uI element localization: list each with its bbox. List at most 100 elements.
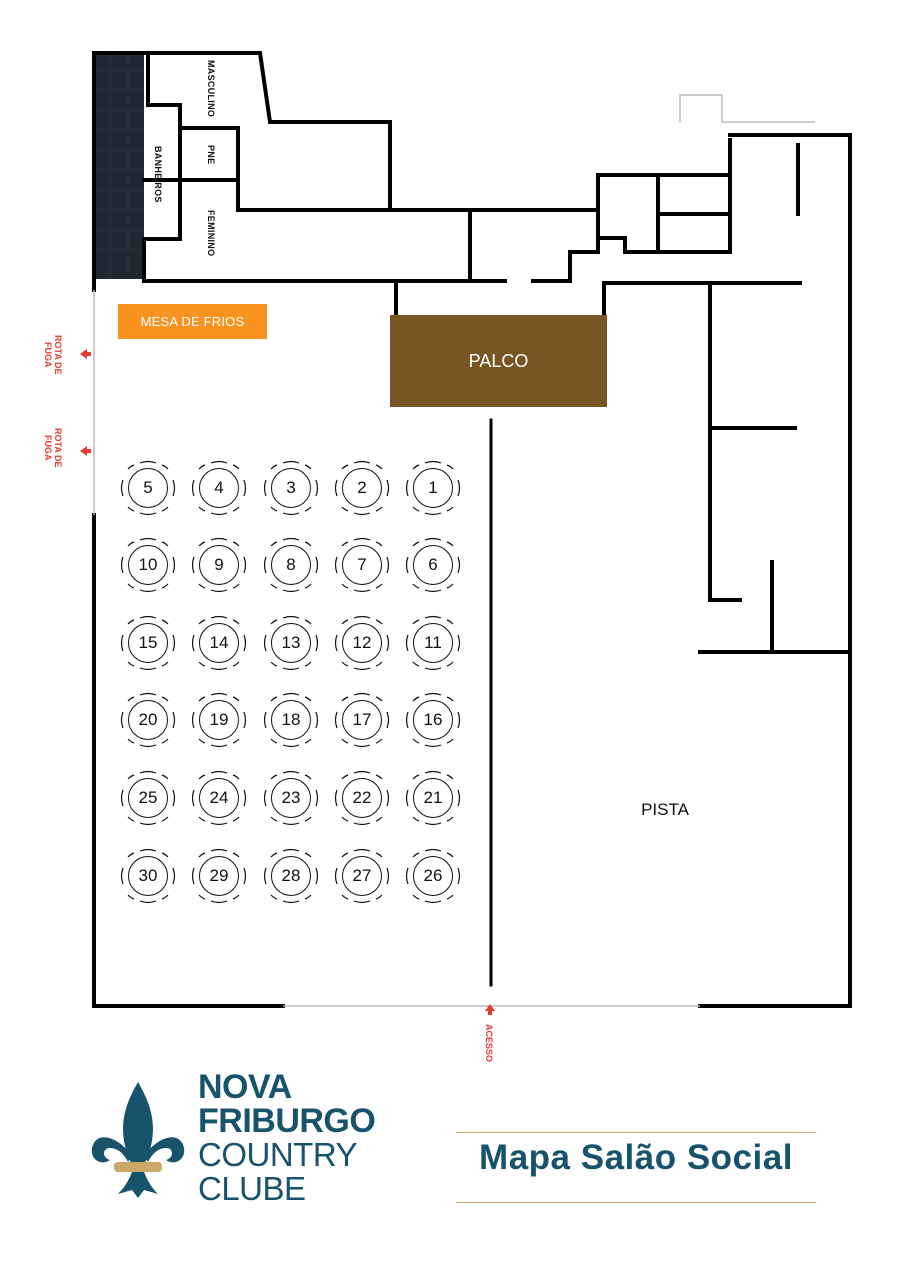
table[interactable]: 26 — [405, 848, 461, 904]
chairs-icon — [405, 692, 461, 748]
chairs-icon — [120, 615, 176, 671]
table[interactable]: 28 — [263, 848, 319, 904]
room-label-masculino: MASCULINO — [206, 60, 216, 118]
table-number: 11 — [413, 623, 453, 663]
table[interactable]: 3 — [263, 460, 319, 516]
table[interactable]: 24 — [191, 770, 247, 826]
table[interactable]: 2 — [334, 460, 390, 516]
chairs-icon — [405, 537, 461, 593]
table-number: 5 — [128, 468, 168, 508]
table[interactable]: 21 — [405, 770, 461, 826]
table-number: 3 — [271, 468, 311, 508]
chairs-icon — [405, 460, 461, 516]
title-rule-bottom — [456, 1202, 816, 1203]
table[interactable]: 27 — [334, 848, 390, 904]
table[interactable]: 18 — [263, 692, 319, 748]
table-number: 7 — [342, 545, 382, 585]
table[interactable]: 13 — [263, 615, 319, 671]
chairs-icon — [263, 692, 319, 748]
room-label-pne: PNE — [206, 145, 216, 165]
title-rule-top — [456, 1132, 816, 1133]
table[interactable]: 29 — [191, 848, 247, 904]
chairs-icon — [191, 460, 247, 516]
entrance-arrow-icon — [485, 1004, 495, 1015]
club-name: NOVA FRIBURGO COUNTRY CLUBE — [198, 1070, 376, 1207]
chairs-icon — [334, 692, 390, 748]
table[interactable]: 1 — [405, 460, 461, 516]
chairs-icon — [120, 848, 176, 904]
table[interactable]: 23 — [263, 770, 319, 826]
table-number: 12 — [342, 623, 382, 663]
outer-wall-bottom-right — [698, 133, 852, 1008]
table[interactable]: 6 — [405, 537, 461, 593]
entrance-label: ACESSO — [484, 1024, 494, 1063]
chairs-icon — [263, 537, 319, 593]
table-number: 27 — [342, 856, 382, 896]
table[interactable]: 4 — [191, 460, 247, 516]
chairs-icon — [334, 770, 390, 826]
chairs-icon — [120, 770, 176, 826]
table-number: 21 — [413, 778, 453, 818]
table[interactable]: 7 — [334, 537, 390, 593]
table[interactable]: 14 — [191, 615, 247, 671]
chairs-icon — [263, 615, 319, 671]
room-label-feminino: FEMININO — [206, 210, 216, 257]
chairs-icon — [405, 848, 461, 904]
exit-route-label-1: ROTA DE FUGA — [43, 335, 63, 375]
table[interactable]: 9 — [191, 537, 247, 593]
table-number: 14 — [199, 623, 239, 663]
table[interactable]: 5 — [120, 460, 176, 516]
table-number: 28 — [271, 856, 311, 896]
chairs-icon — [191, 537, 247, 593]
table[interactable]: 10 — [120, 537, 176, 593]
chairs-icon — [191, 615, 247, 671]
table-number: 25 — [128, 778, 168, 818]
chairs-icon — [405, 615, 461, 671]
outer-wall-left-lower — [92, 513, 285, 1008]
stage-area: PALCO — [390, 315, 607, 407]
exit-arrow-icon — [80, 349, 91, 359]
table[interactable]: 12 — [334, 615, 390, 671]
table-number: 20 — [128, 700, 168, 740]
map-title: Mapa Salão Social — [479, 1138, 793, 1177]
table[interactable]: 16 — [405, 692, 461, 748]
dance-floor-label: PISTA — [641, 800, 689, 819]
chairs-icon — [334, 848, 390, 904]
table-number: 18 — [271, 700, 311, 740]
club-name-line4: CLUBE — [198, 1170, 306, 1207]
table-number: 19 — [199, 700, 239, 740]
table[interactable]: 22 — [334, 770, 390, 826]
table-number: 16 — [413, 700, 453, 740]
table[interactable]: 15 — [120, 615, 176, 671]
table[interactable]: 11 — [405, 615, 461, 671]
table[interactable]: 19 — [191, 692, 247, 748]
chairs-icon — [334, 537, 390, 593]
chairs-icon — [120, 692, 176, 748]
table-number: 1 — [413, 468, 453, 508]
table-number: 15 — [128, 623, 168, 663]
table[interactable]: 20 — [120, 692, 176, 748]
table-number: 10 — [128, 545, 168, 585]
table-number: 4 — [199, 468, 239, 508]
club-name-line3: COUNTRY — [198, 1136, 358, 1173]
table[interactable]: 30 — [120, 848, 176, 904]
table[interactable]: 8 — [263, 537, 319, 593]
chairs-icon — [191, 848, 247, 904]
banheiros-block — [92, 53, 144, 279]
chairs-icon — [263, 770, 319, 826]
club-name-line2: FRIBURGO — [198, 1102, 376, 1140]
table-number: 13 — [271, 623, 311, 663]
table-number: 17 — [342, 700, 382, 740]
exit-arrow-icon — [80, 446, 91, 456]
exit-route-label-2: ROTA DE FUGA — [43, 428, 63, 468]
chairs-icon — [191, 770, 247, 826]
table-number: 9 — [199, 545, 239, 585]
table[interactable]: 17 — [334, 692, 390, 748]
chairs-icon — [263, 848, 319, 904]
chairs-icon — [263, 460, 319, 516]
table[interactable]: 25 — [120, 770, 176, 826]
table-number: 30 — [128, 856, 168, 896]
table-number: 8 — [271, 545, 311, 585]
fleur-de-lis-logo — [91, 1082, 185, 1198]
table-number: 26 — [413, 856, 453, 896]
